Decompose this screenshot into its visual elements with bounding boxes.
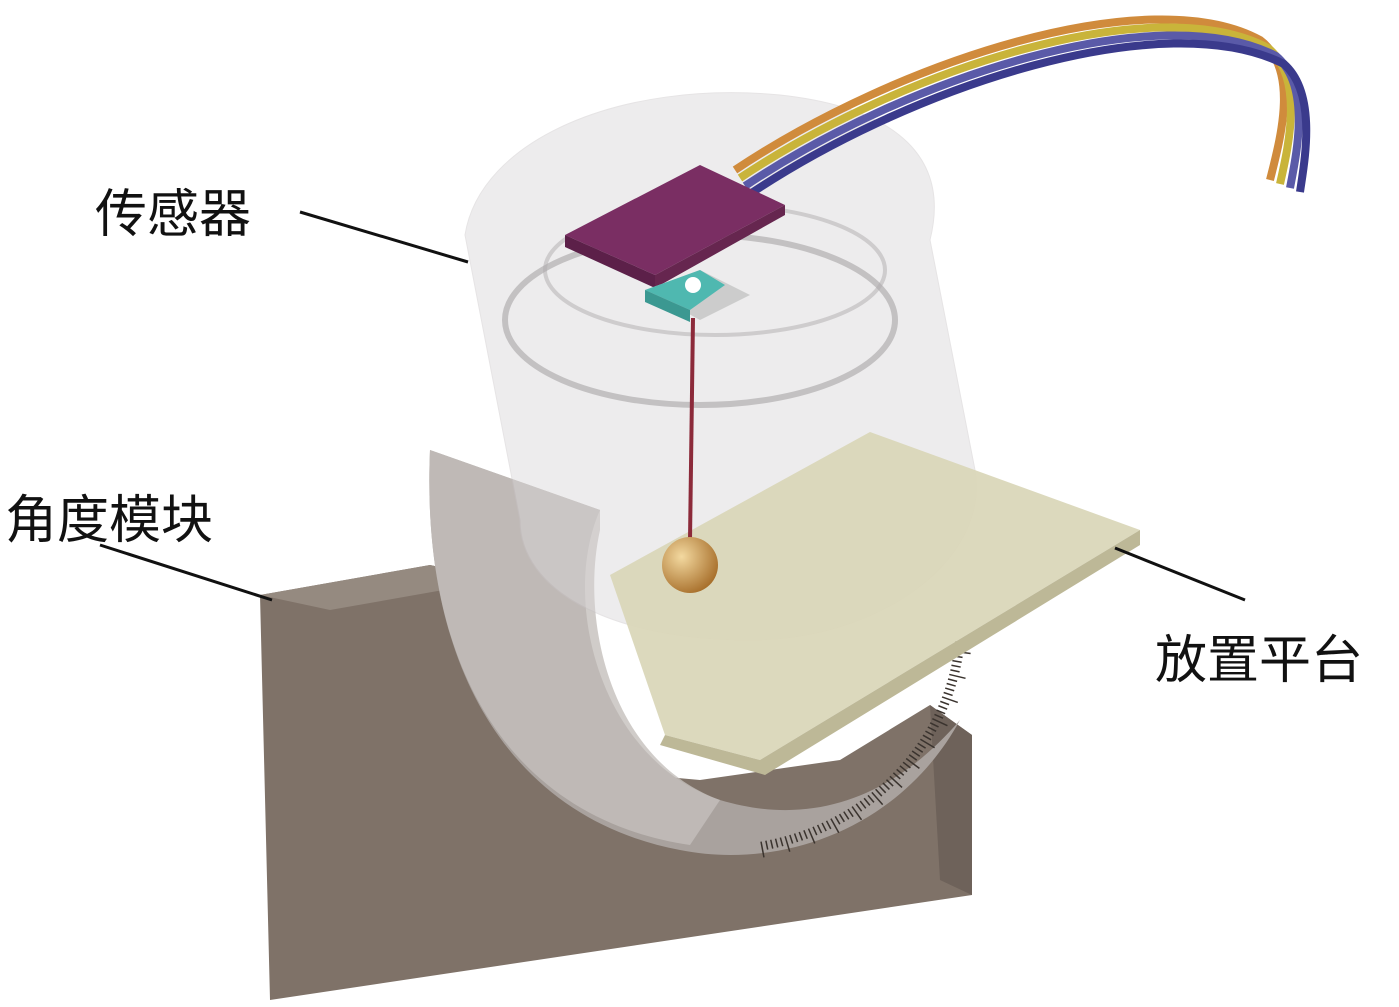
angle-scale: [760, 641, 971, 858]
scale-tick: [807, 828, 816, 844]
scale-tick: [760, 841, 765, 858]
leader-lines: [99, 210, 1246, 602]
scale-tick: [825, 820, 832, 830]
scale-tick: [871, 791, 884, 806]
scale-tick: [947, 678, 958, 683]
pendulum-mount: [645, 270, 750, 322]
scale-tick: [889, 775, 903, 788]
scale-tick: [847, 808, 854, 818]
scale-tick: [789, 834, 794, 844]
scale-tick: [946, 682, 956, 687]
scale-tick: [949, 673, 966, 680]
scale-tick: [834, 816, 841, 825]
scale-tick: [938, 705, 948, 710]
scale-tick: [821, 822, 827, 832]
pendulum-ball: [662, 537, 718, 593]
scale-tick: [885, 779, 894, 787]
scale-tick: [863, 797, 871, 806]
scale-tick: [951, 664, 961, 668]
angle-cradle: [429, 450, 960, 855]
scale-tick: [882, 782, 890, 790]
sensor-cables: [732, 15, 1311, 198]
scale-tick: [816, 824, 823, 834]
scale-tick: [925, 730, 934, 737]
sensor-board: [565, 165, 785, 288]
scale-tick: [905, 757, 920, 769]
scale-tick: [902, 761, 911, 769]
scale-tick: [892, 772, 901, 780]
scale-tick: [875, 788, 883, 797]
scale-tick: [940, 700, 950, 706]
scale-tick: [812, 826, 818, 836]
scale-tick: [927, 726, 937, 732]
scale-tick: [838, 813, 845, 823]
scale-tick: [803, 830, 808, 840]
scale-tick: [936, 709, 946, 715]
scale-tick: [770, 839, 774, 849]
scale-tick: [911, 750, 921, 757]
scale-tick: [952, 659, 962, 663]
scale-tick: [859, 800, 867, 809]
scale-tick: [908, 754, 918, 761]
scale-tick: [899, 765, 908, 773]
scale-tick: [878, 785, 887, 794]
scale-tick: [851, 806, 863, 821]
scale-tick: [784, 836, 791, 852]
scale-tick: [896, 768, 905, 776]
scale-tick: [941, 696, 959, 704]
scale-tick: [934, 713, 944, 719]
scale-tick: [779, 837, 784, 847]
scale-tick: [917, 742, 926, 749]
scale-tick: [765, 840, 769, 850]
scale-tick: [855, 803, 863, 812]
scale-tick: [798, 831, 804, 841]
scale-tick: [929, 722, 939, 728]
scale-tick: [950, 669, 960, 673]
scale-tick: [943, 691, 953, 697]
placement-platform: [610, 432, 1140, 775]
scale-tick: [919, 738, 935, 749]
scale-tick: [774, 838, 779, 848]
scale-tick: [867, 794, 875, 803]
platform-label: 放置平台: [1155, 631, 1364, 691]
scale-tick: [793, 833, 799, 843]
scale-tick: [944, 687, 955, 692]
pendulum-string: [688, 317, 695, 541]
scale-tick: [914, 746, 924, 753]
scale-tick: [830, 818, 840, 834]
sensor-label: 传感器: [95, 185, 252, 245]
scale-tick: [843, 811, 850, 820]
scale-tick: [922, 734, 932, 741]
scale-tick: [932, 717, 948, 727]
angle-module-label: 角度模块: [5, 491, 214, 551]
